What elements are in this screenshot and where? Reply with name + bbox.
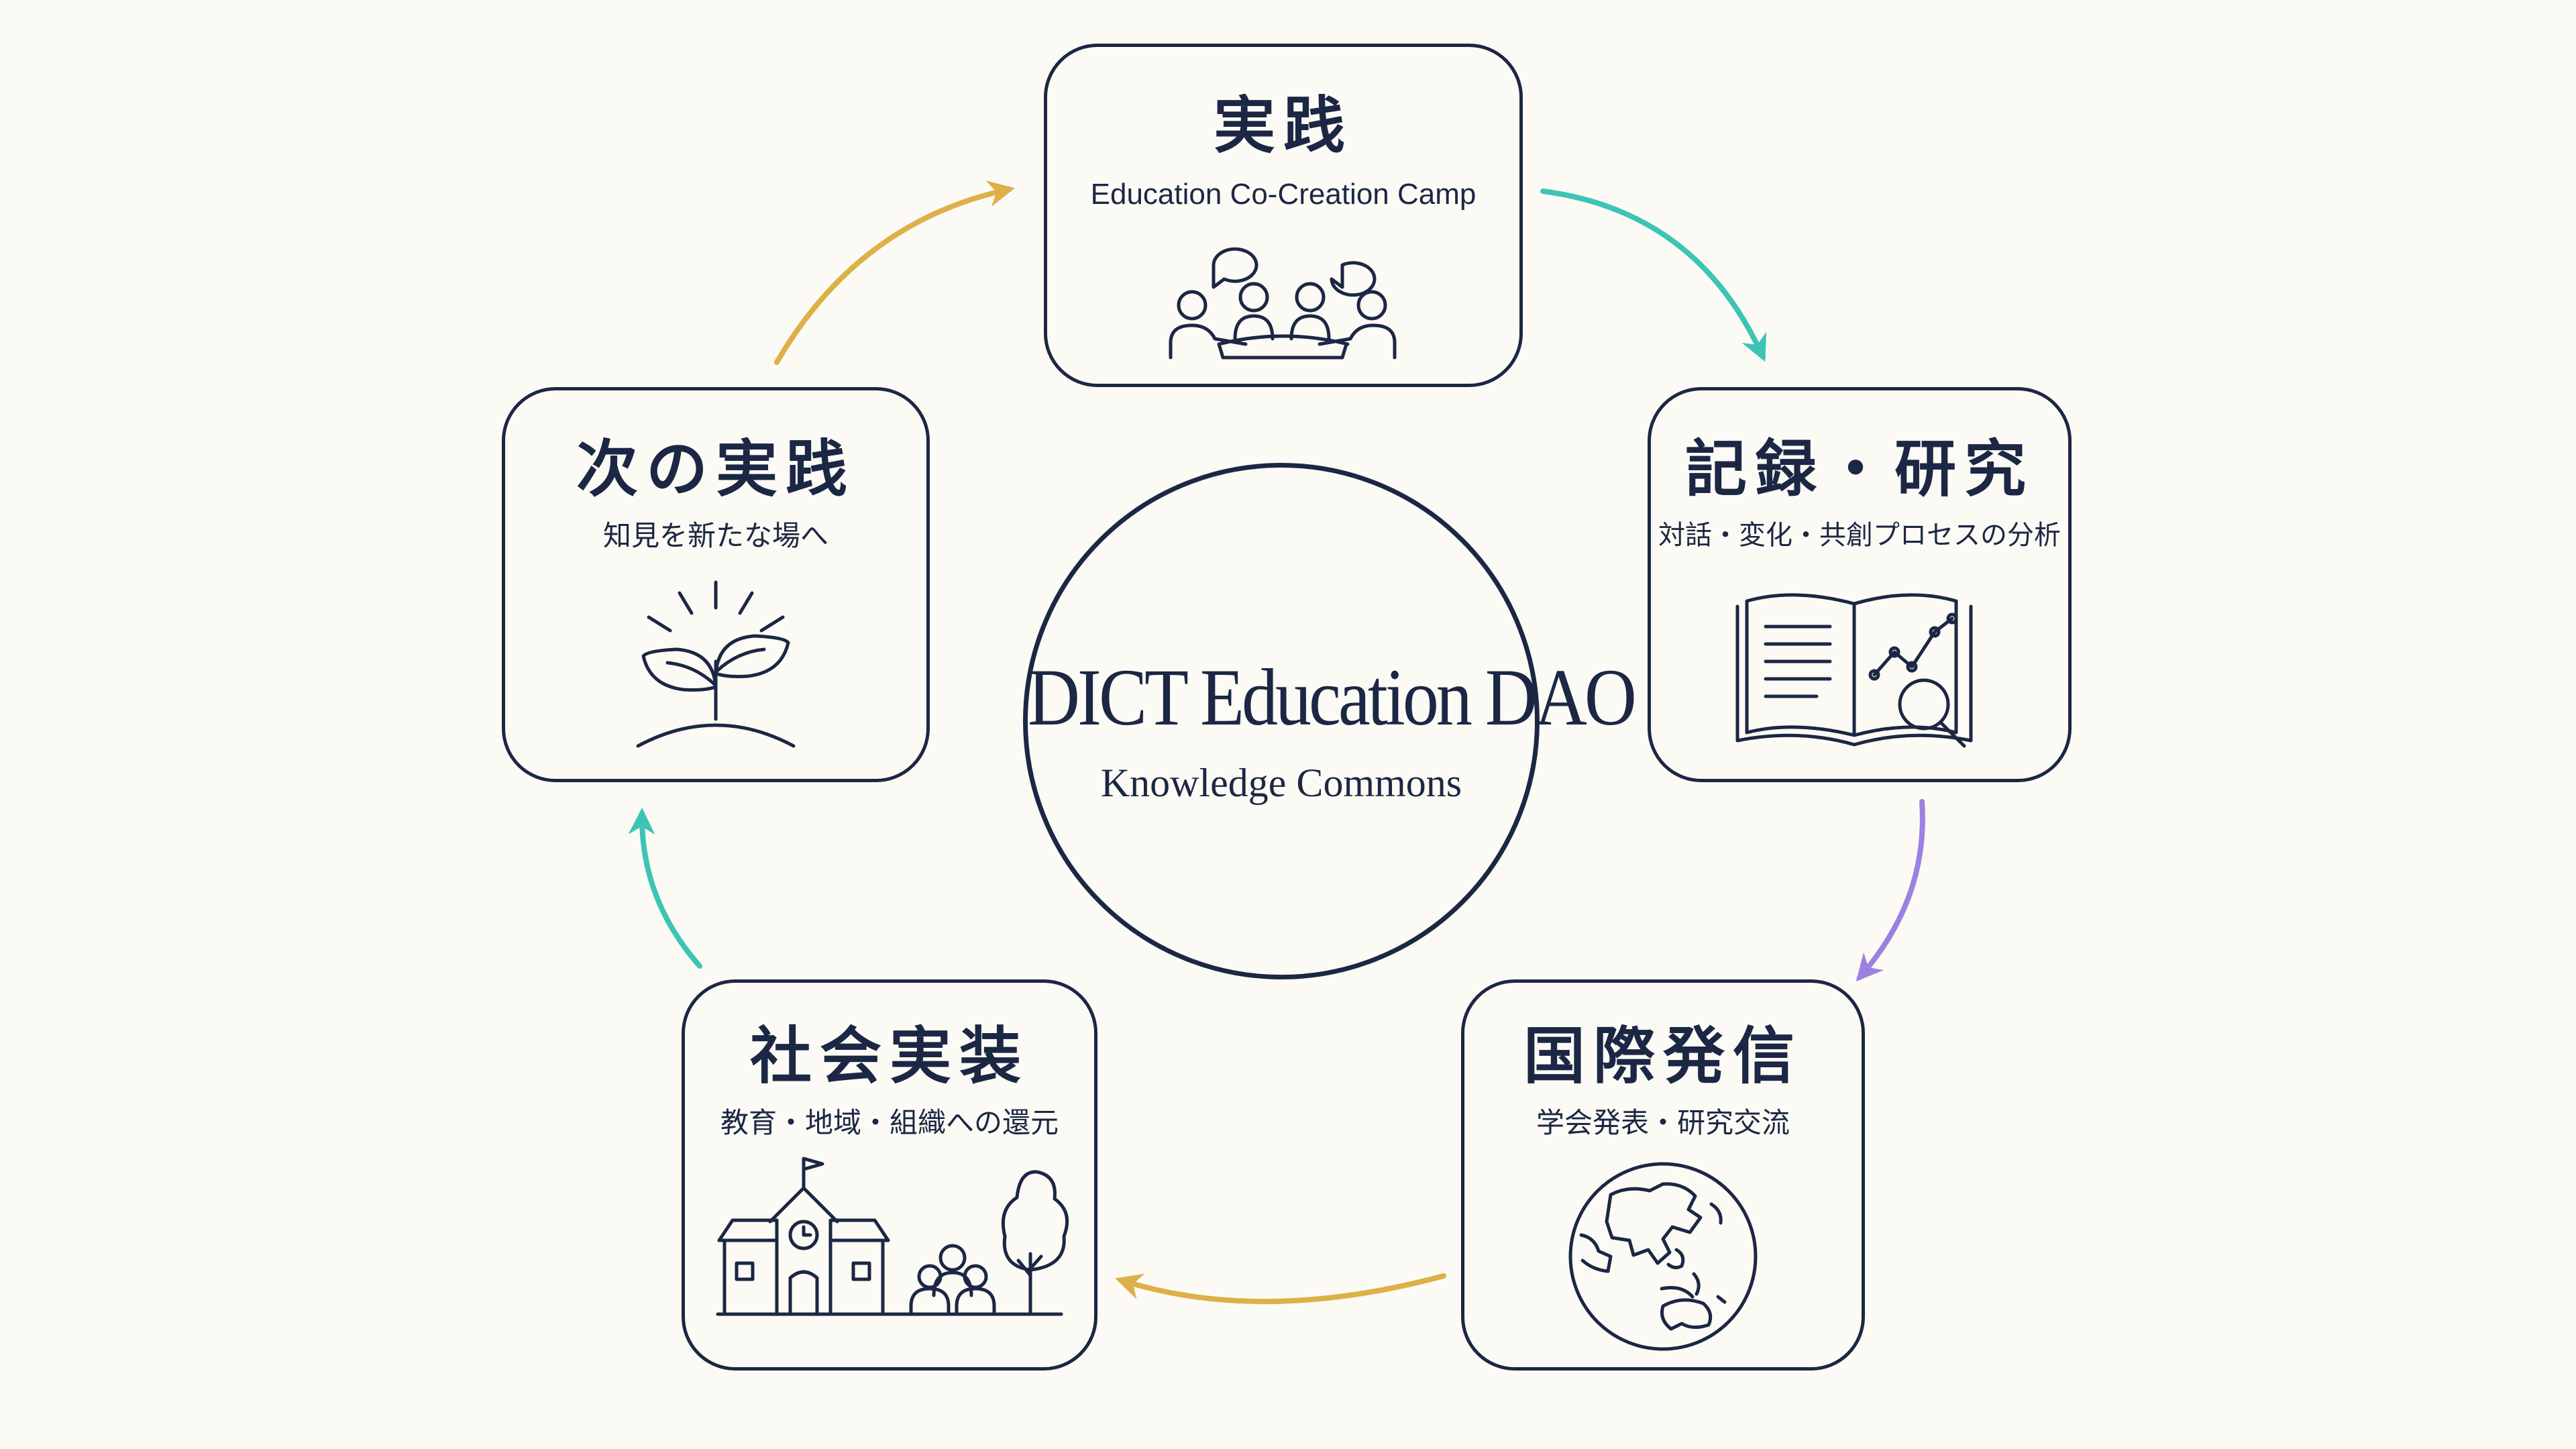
node-title: 国際発信 (1523, 1020, 1803, 1092)
sprout-icon (635, 578, 796, 753)
node-subtitle: Education Co-Creation Camp (1090, 178, 1477, 211)
node-subtitle: 学会発表・研究交流 (1536, 1106, 1790, 1139)
center-title: DICT Education DAO (1028, 653, 1637, 743)
center-subtitle: Knowledge Commons (1100, 761, 1462, 805)
school-community-icon (715, 1157, 1069, 1318)
node-title: 社会実装 (749, 1020, 1029, 1092)
group-discussion-icon (1163, 238, 1404, 372)
arrow-next-to-practice (774, 180, 1015, 365)
arrow-international-to-social (1115, 1273, 1446, 1305)
center-hub: DICT Education DAO Knowledge Commons (1023, 463, 1637, 979)
node-subtitle: 対話・変化・共創プロセスの分析 (1658, 520, 2061, 551)
arrow-social-to-next (628, 808, 702, 969)
node-international: 国際発信 学会発表・研究交流 (1461, 979, 1865, 1371)
node-social-implementation: 社会実装 教育・地域・組織への還元 (682, 979, 1097, 1371)
node-practice: 実践 Education Co-Creation Camp (1044, 44, 1523, 387)
node-next-practice: 次の実践 知見を新たな場へ (502, 387, 930, 782)
arrow-practice-to-record (1540, 189, 1767, 362)
arrow-record-to-international (1856, 799, 1925, 982)
node-record-research: 記録・研究 対話・変化・共創プロセスの分析 (1648, 387, 2072, 782)
node-subtitle: 教育・地域・組織への還元 (720, 1106, 1059, 1139)
node-subtitle: 知見を新たな場へ (602, 519, 828, 552)
node-title: 実践 (1213, 90, 1353, 162)
node-title: 記録・研究 (1684, 433, 2034, 505)
book-analysis-icon (1732, 580, 1987, 754)
globe-icon (1562, 1156, 1764, 1357)
node-title: 次の実践 (576, 433, 855, 505)
